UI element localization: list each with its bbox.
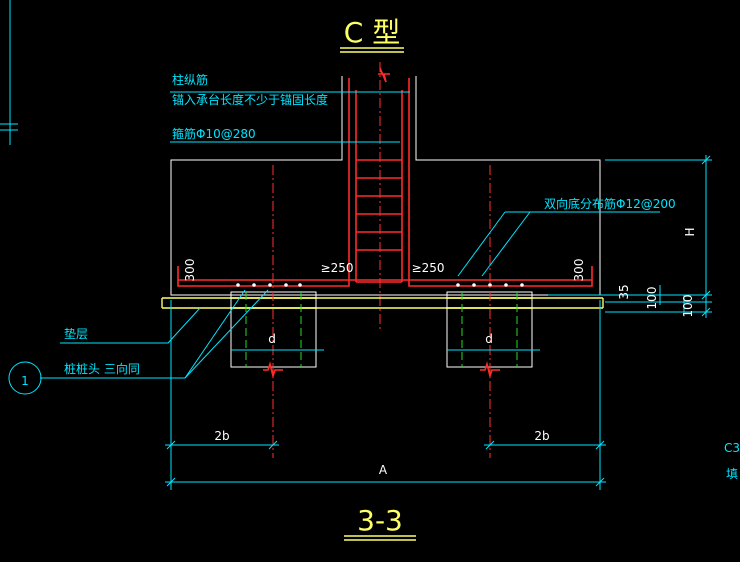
edge-left: 2b [214,429,229,443]
column-rebars [177,78,593,287]
total-width: A [379,463,388,477]
right-height-dims [548,155,712,318]
lap-right: ≥250 [412,261,445,275]
label-cushion: 垫层 [64,326,88,341]
section-label: 3-3 [357,504,403,537]
pile-d-left: d [268,332,276,346]
cushion-layer [161,297,604,309]
hook-left: 300 [183,259,197,282]
lap-left: ≥250 [321,261,354,275]
label-pile-head: 桩桩头 三向同 [64,361,140,376]
height-label: H [683,227,697,236]
stirrups [356,159,402,251]
title: C 型 [344,16,400,49]
dim-100-b: 100 [681,295,695,318]
label-column-rebar: 柱纵筋 [172,72,208,87]
leaders [40,91,660,379]
edge-right: 2b [534,429,549,443]
column-break-mark [378,67,390,83]
edge-text-1: C3 [724,441,740,455]
left-edge-fragment [0,0,18,145]
label-bottom-rebar: 双向底分布筋Φ12@200 [544,196,676,211]
pile-right [446,165,533,458]
edge-text-2: 填 [726,467,738,481]
label-stirrup: 箍筋Φ10@280 [172,126,256,141]
pile-left [230,165,317,458]
pile-d-right: d [485,332,493,346]
pile-cap-outline [170,76,601,296]
dim-35: 35 [617,284,631,299]
label-anchor-note: 锚入承台长度不少于锚固长度 [172,92,328,107]
callout-number: 1 [21,374,29,388]
hook-right: 300 [572,259,586,282]
dim-100-a: 100 [645,287,659,310]
callout-circle [8,361,42,395]
bottom-dims [165,300,606,490]
rebar-dots [236,283,524,287]
